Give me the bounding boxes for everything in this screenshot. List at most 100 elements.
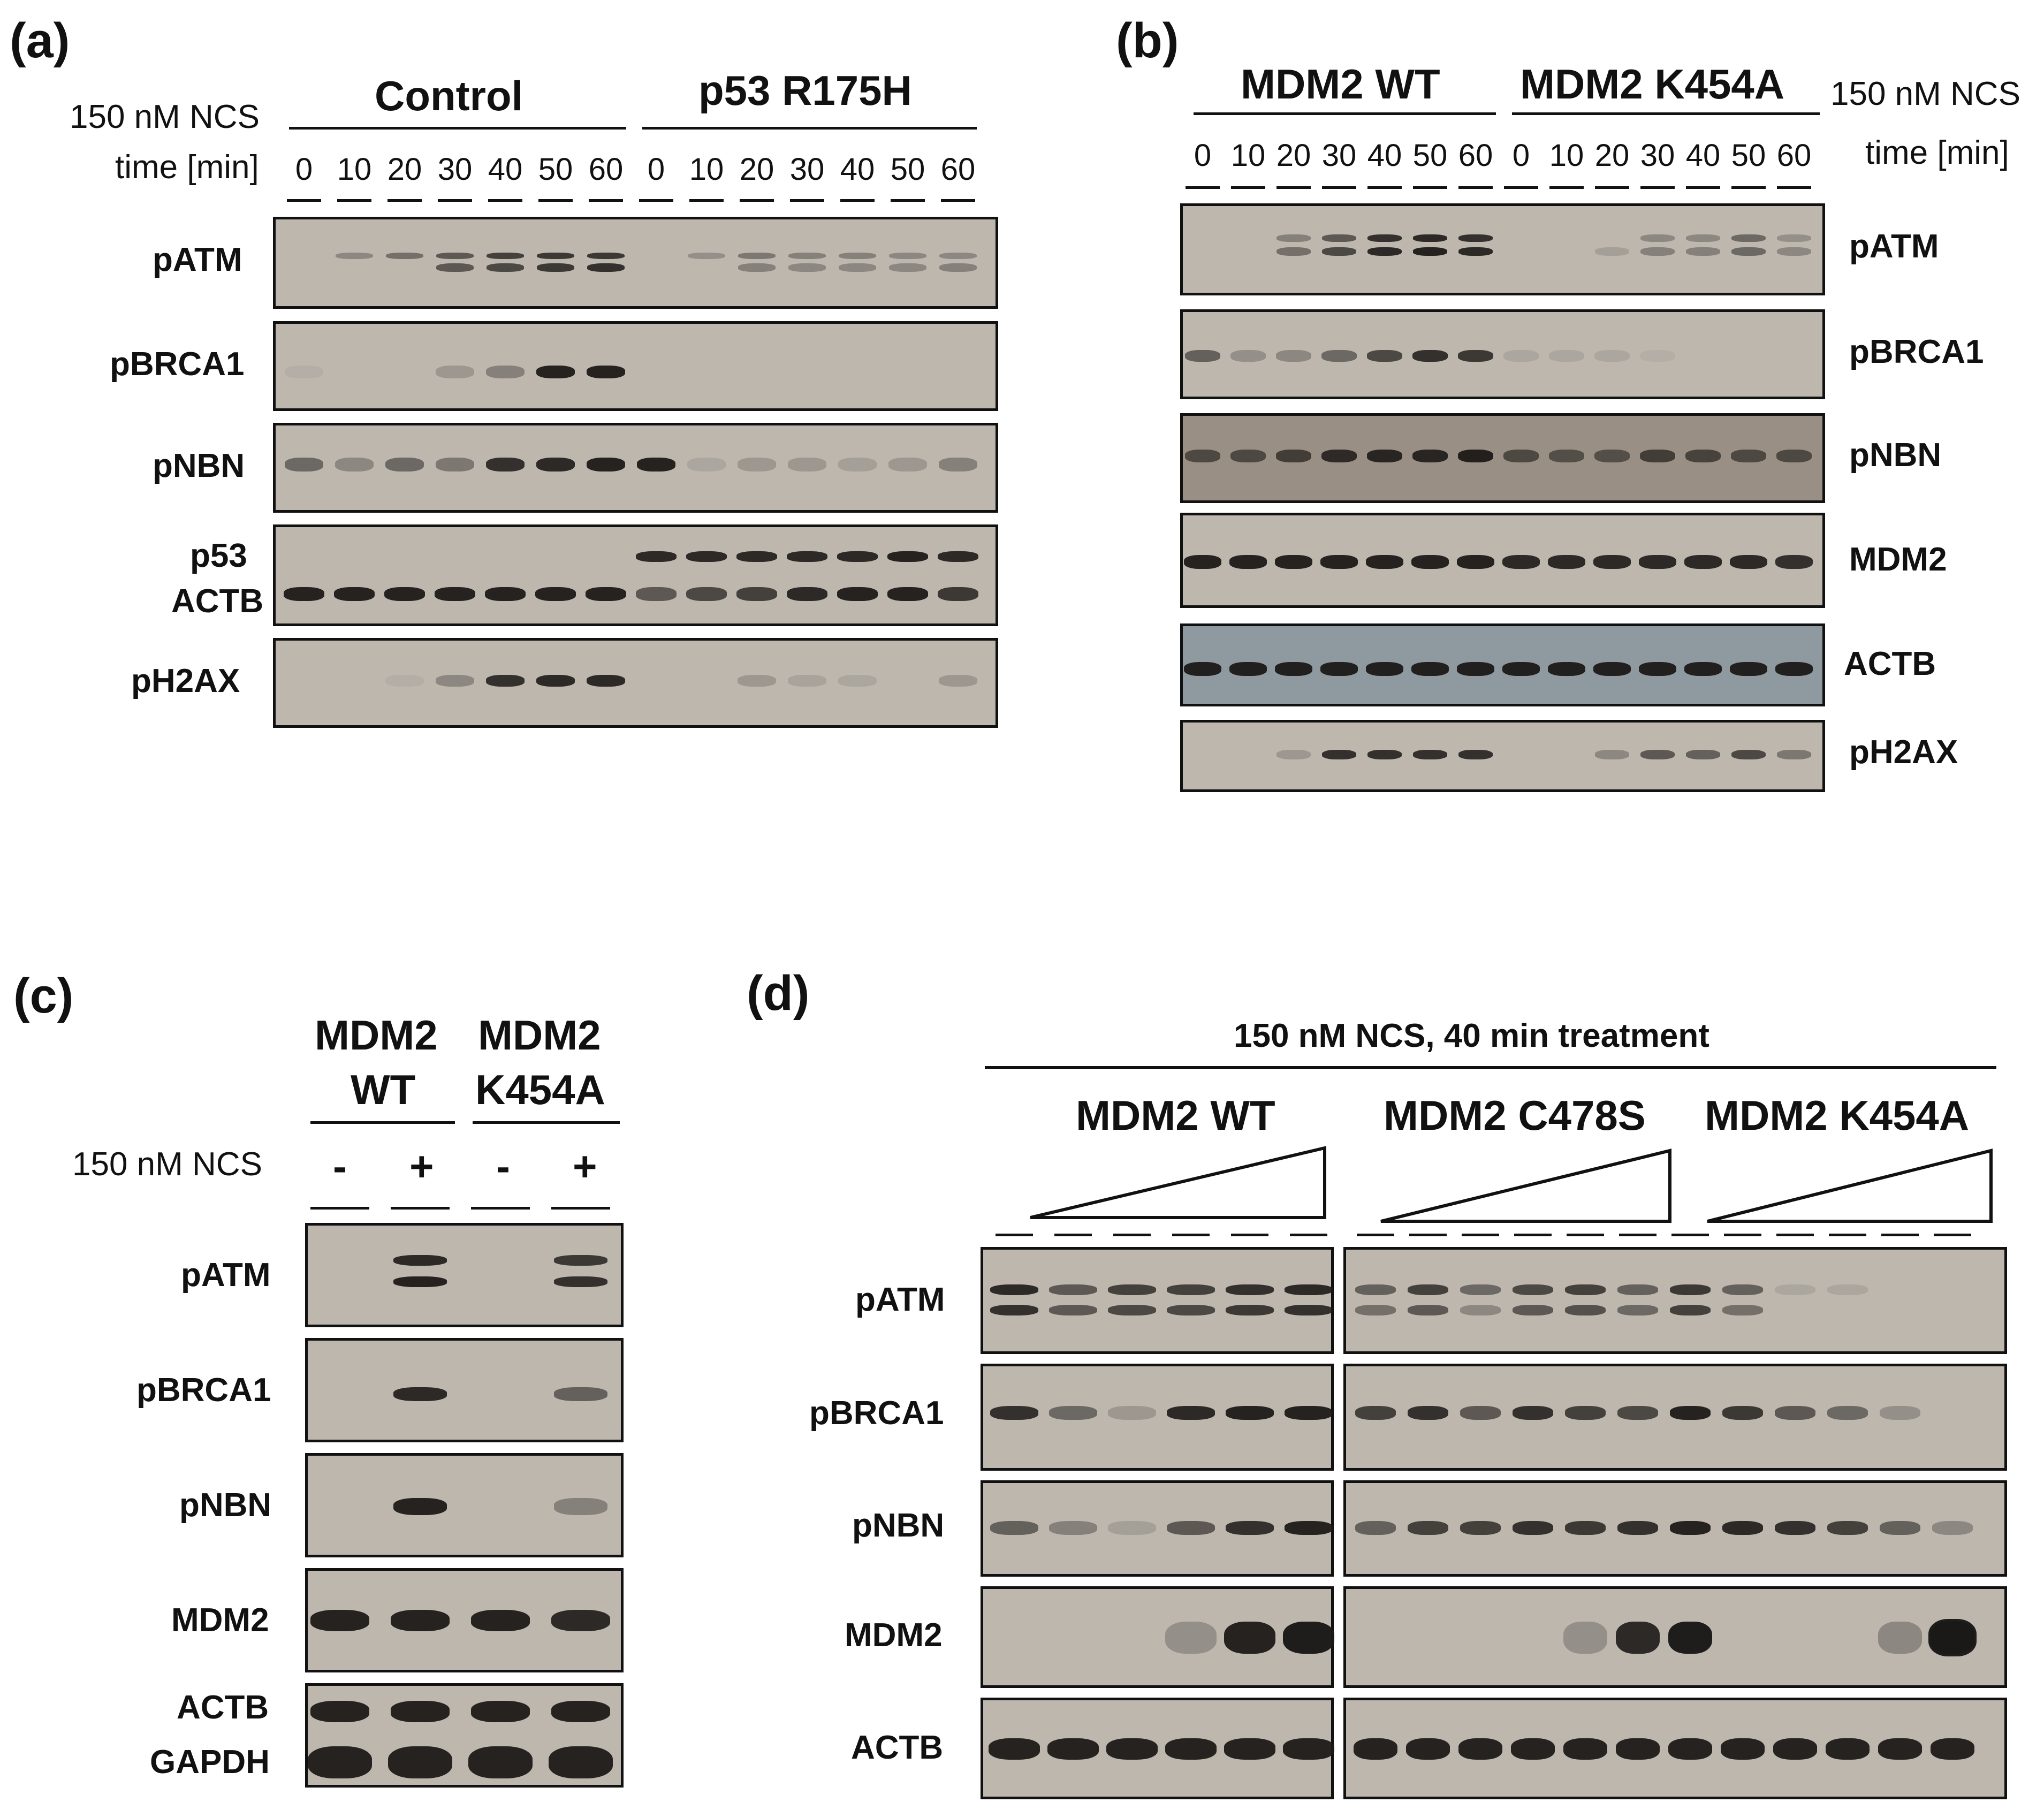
panel-a-time-5: 40 — [488, 152, 523, 187]
blot-band — [1670, 1284, 1711, 1295]
blot-band — [1640, 750, 1675, 759]
blot-band — [551, 1701, 610, 1722]
blot-band — [788, 263, 826, 272]
panel-a-blot-patm — [273, 217, 998, 309]
blot-band — [1460, 1406, 1501, 1420]
blot-band — [1320, 662, 1358, 676]
panel-c-lane-dash-4 — [551, 1207, 610, 1210]
blot-band — [1775, 555, 1813, 569]
panel-a-lane-dash-12 — [840, 199, 875, 202]
blot-band — [1513, 1521, 1553, 1535]
panel-a-time-3: 20 — [387, 152, 422, 187]
panel-d-lane-dash-18 — [1934, 1234, 1971, 1236]
blot-band — [1670, 1521, 1711, 1535]
blot-band — [284, 587, 324, 601]
blot-band — [1639, 662, 1676, 676]
panel-d-row-label-mdm2: MDM2 — [845, 1617, 943, 1654]
panel-a-lane-dash-10 — [740, 199, 774, 202]
blot-band — [787, 551, 827, 562]
blot-band — [636, 551, 677, 562]
panel-d-lane-dash-5 — [1231, 1234, 1268, 1236]
blot-band — [787, 587, 827, 601]
panel-a-group-p53: p53 R175H — [698, 67, 912, 114]
panel-d-lane-dash-4 — [1172, 1234, 1210, 1236]
panel-d-blot-mdm2-left — [981, 1586, 1334, 1688]
panel-a-time-4: 30 — [437, 152, 473, 187]
blot-band — [1548, 662, 1585, 676]
panel-a-group-rule-control — [289, 127, 626, 130]
blot-band — [1773, 1738, 1817, 1760]
panel-b-lane-dash-7 — [1458, 186, 1493, 189]
panel-d-lane-dash-9 — [1462, 1234, 1499, 1236]
blot-band — [391, 1610, 450, 1631]
blot-band — [393, 1276, 447, 1287]
blot-band — [586, 587, 626, 601]
blot-band — [1549, 350, 1584, 362]
blot-band — [1412, 350, 1448, 362]
panel-d-lane-dash-14 — [1724, 1234, 1761, 1236]
blot-band — [1458, 234, 1493, 242]
panel-b-label: (b) — [1116, 13, 1179, 68]
panel-a-lane-dash-14 — [941, 199, 975, 202]
blot-band — [1565, 1305, 1606, 1315]
blot-band — [1668, 1738, 1712, 1760]
panel-a-time-12: 40 — [840, 152, 875, 187]
blot-band — [1458, 350, 1493, 362]
panel-a-row-label-ph2ax: pH2AX — [131, 663, 240, 699]
blot-band — [1595, 750, 1629, 759]
blot-band — [686, 587, 727, 601]
panel-b-time-6: 50 — [1412, 138, 1448, 173]
blot-band — [1640, 450, 1675, 462]
blot-band — [1224, 1738, 1275, 1760]
panel-a-time-10: 20 — [739, 152, 774, 187]
panel-d-wedge-k454a — [1707, 1149, 1993, 1223]
panel-d-lane-dash-2 — [1054, 1234, 1092, 1236]
panel-b-time-8: 0 — [1512, 138, 1530, 173]
blot-band — [1184, 555, 1221, 569]
panel-c-blot-pnbn — [305, 1453, 624, 1557]
panel-c-lane-dash-2 — [391, 1207, 450, 1210]
blot-band — [391, 1701, 450, 1722]
blot-band — [1276, 750, 1311, 759]
blot-band — [1165, 1738, 1217, 1760]
blot-band — [1565, 1406, 1606, 1420]
panel-b-row-label-mdm2: MDM2 — [1849, 541, 1947, 578]
blot-band — [384, 587, 425, 601]
blot-band — [1458, 247, 1493, 256]
blot-band — [285, 366, 323, 378]
blot-band — [889, 253, 926, 259]
blot-band — [1722, 1305, 1763, 1315]
panel-a-row-label-p53: p53 — [190, 537, 247, 574]
panel-b-time-3: 20 — [1276, 138, 1311, 173]
panel-a-lane-dash-13 — [891, 199, 925, 202]
panel-c-row-label-gapdh: GAPDH — [150, 1744, 270, 1781]
blot-band — [1226, 1521, 1274, 1535]
blot-band — [385, 458, 424, 471]
blot-band — [1548, 555, 1585, 569]
blot-band — [637, 458, 675, 471]
blot-band — [1406, 1738, 1450, 1760]
blot-band — [687, 458, 726, 471]
blot-band — [393, 1498, 447, 1515]
blot-band — [1047, 1738, 1099, 1760]
panel-a-lane-dash-3 — [387, 199, 422, 202]
blot-band — [788, 675, 826, 687]
panel-c-label: (c) — [13, 969, 74, 1023]
panel-a-lane-dash-5 — [488, 199, 522, 202]
blot-band — [1730, 662, 1767, 676]
blot-band — [1565, 1284, 1606, 1295]
panel-a-blot-ph2ax — [273, 638, 998, 728]
panel-c-group-k454a-line1: MDM2 — [478, 1012, 601, 1059]
panel-a-time-13: 50 — [890, 152, 925, 187]
panel-a-time-9: 10 — [689, 152, 724, 187]
blot-band — [1826, 1738, 1870, 1760]
panel-a-group-control: Control — [375, 72, 523, 119]
blot-band — [485, 587, 526, 601]
panel-a-lane-dash-8 — [639, 199, 673, 202]
blot-band — [1502, 662, 1540, 676]
blot-band — [1275, 555, 1312, 569]
blot-band — [554, 1498, 607, 1515]
panel-d-blot-pbrca1-left — [981, 1364, 1334, 1471]
panel-a-treatment: 150 nM NCS — [70, 98, 260, 135]
